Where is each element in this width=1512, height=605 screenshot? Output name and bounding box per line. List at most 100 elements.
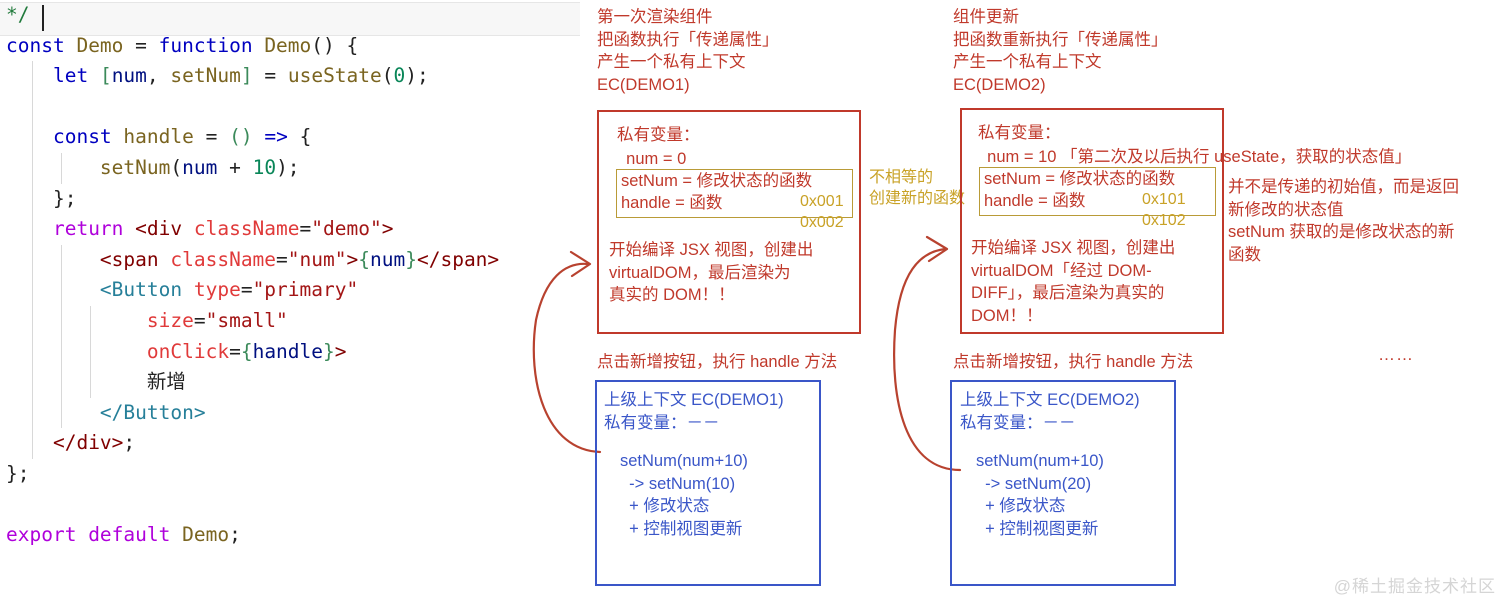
code-token: + (229, 155, 253, 179)
code-token (6, 125, 53, 148)
indent-guide (32, 244, 33, 276)
code-token: , (146, 64, 171, 88)
code-line[interactable]: 新增 (0, 367, 580, 398)
text-caret (42, 5, 44, 31)
code-line[interactable] (0, 91, 580, 123)
code-token: Demo (264, 33, 312, 57)
code-token: export (6, 523, 89, 547)
code-editor[interactable]: */ const Demo = function Demo() { let [nu… (0, 0, 580, 605)
indent-guide (32, 152, 33, 184)
code-token: > (346, 247, 359, 271)
code-token (6, 278, 100, 301)
code-token: className (193, 217, 300, 241)
code-token: ); (276, 155, 300, 179)
code-content[interactable]: */ const Demo = function Demo() { let [nu… (0, 0, 580, 551)
indent-guide (61, 367, 62, 398)
col2-handle-line: handle = 函数 (984, 192, 1086, 210)
code-token (6, 401, 100, 424)
code-line[interactable]: </div>; (0, 428, 580, 459)
code-token: setNum (170, 64, 241, 88)
code-token: return (52, 217, 136, 241)
col1-context-box (597, 110, 861, 334)
indent-guide (32, 214, 33, 245)
code-token: = (276, 247, 288, 271)
indent-guide (32, 61, 33, 92)
code-token: Demo (76, 33, 136, 57)
col1-header-text: 第一次渲染组件 把函数执行「传递属性」 产生一个私有上下文 EC(DEMO1) (597, 8, 779, 94)
code-token: = (229, 339, 241, 363)
code-token: = (299, 217, 312, 241)
indent-guide (32, 305, 33, 337)
code-token: } (405, 247, 417, 271)
code-token: = (135, 33, 159, 57)
col1-setnum-line: setNum = 修改状态的函数 (621, 172, 813, 190)
indent-guide (32, 336, 33, 368)
code-token: "num" (287, 247, 347, 271)
code-token (6, 64, 53, 87)
code-line[interactable]: const Demo = function Demo() { (0, 31, 580, 62)
code-line[interactable]: export default Demo; (0, 520, 580, 551)
code-token: = (205, 125, 230, 149)
code-line[interactable]: onClick={handle}> (0, 336, 580, 368)
code-token: ; (229, 523, 241, 547)
code-token: onClick (146, 339, 230, 363)
code-token: size (146, 308, 194, 332)
code-line[interactable]: const handle = () => { (0, 122, 580, 153)
col2-ec-title: 上级上下文 EC(DEMO2) (960, 391, 1140, 409)
code-line[interactable]: setNum(num + 10); (0, 152, 580, 184)
code-token (6, 156, 100, 179)
code-token: Demo (182, 523, 230, 547)
code-token (6, 217, 53, 240)
indent-guide (32, 367, 33, 398)
col2-setnum-line: setNum = 修改状态的函数 (984, 170, 1176, 188)
col2-closure-highlight-box (979, 167, 1216, 216)
col1-exec-context-box (595, 380, 821, 586)
code-token: = (193, 308, 206, 332)
code-token (6, 248, 100, 271)
code-token: </span> (416, 247, 500, 271)
code-token: 新增 (146, 370, 186, 394)
code-token: <span (99, 247, 171, 271)
code-token: const (6, 33, 77, 57)
code-line[interactable]: size="small" (0, 305, 580, 337)
indent-guide (61, 244, 62, 276)
code-line[interactable]: }; (0, 459, 580, 490)
code-token: () (229, 125, 265, 149)
col1-private-vars-label: 私有变量： (617, 126, 700, 144)
watermark-text: @稀土掘金技术社区 (1333, 577, 1496, 596)
code-token: let (52, 64, 100, 88)
col1-handle-line: handle = 函数 (621, 194, 723, 212)
code-token: handle (252, 339, 324, 363)
code-token: { (240, 339, 253, 363)
indent-guide (90, 367, 91, 398)
indent-guide (90, 336, 91, 368)
indent-guide (32, 397, 33, 429)
col2-context-box (960, 108, 1224, 334)
code-line[interactable]: let [num, setNum] = useState(0); (0, 61, 580, 92)
indent-guide (61, 275, 62, 306)
col2-ec-body: setNum(num+10) -> setNum(20) + 修改状态 + 控制… (976, 452, 1104, 538)
code-token: handle (123, 125, 206, 149)
middle-compare-note: 不相等的 创建新的函数 (869, 169, 966, 207)
code-line[interactable]: }; (0, 183, 580, 215)
col1-render-note: 开始编译 JSX 视图，创建出 virtualDOM，最后渲染为 真实的 DOM… (609, 241, 814, 305)
col1-address-handle: 0x002 (800, 214, 844, 231)
col1-closure-highlight-box (616, 169, 853, 218)
code-token: ( (170, 155, 183, 179)
code-line[interactable]: return <div className="demo"> (0, 214, 580, 245)
code-token: = (252, 64, 288, 88)
code-line[interactable]: </Button> (0, 397, 580, 429)
code-token: > (334, 339, 347, 363)
col2-private-vars-label: 私有变量： (978, 124, 1061, 142)
code-line[interactable]: <span className="num">{num}</span> (0, 244, 580, 276)
code-token: > (381, 217, 394, 241)
col2-header-text: 组件更新 把函数重新执行「传递属性」 产生一个私有上下文 EC(DEMO2) (953, 8, 1168, 94)
code-line[interactable] (0, 490, 580, 521)
col1-ec-body: setNum(num+10) -> setNum(10) + 修改状态 + 控制… (620, 452, 748, 538)
code-token: */ (6, 3, 30, 26)
col1-num-value: num = 0 (617, 150, 687, 168)
indent-guide (32, 275, 33, 306)
code-line[interactable]: */ (0, 0, 580, 31)
code-line[interactable]: <Button type="primary" (0, 275, 580, 306)
indent-guide (90, 305, 91, 337)
